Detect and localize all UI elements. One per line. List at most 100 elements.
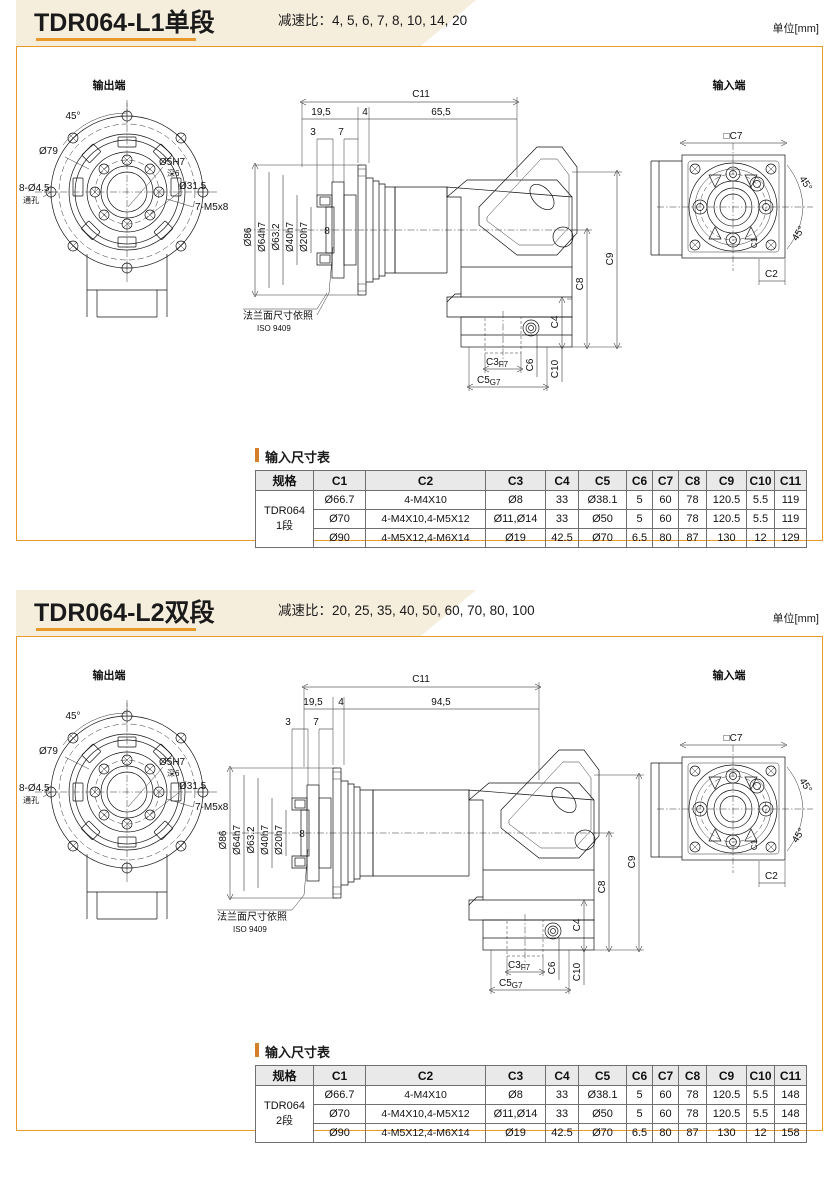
- cell-c10: 12: [746, 1123, 775, 1143]
- label-d5h7: Ø5H7: [159, 757, 186, 768]
- section-banner: TDR064-L2双段 减速比：20, 25, 35, 40, 50, 60, …: [0, 590, 839, 642]
- label-7-m5x8: 7-M5x8: [195, 202, 229, 213]
- flange-note-line1: 法兰面尺寸依照: [217, 910, 287, 923]
- label-c5g7: C5G7: [499, 978, 523, 990]
- table-caption: 输入尺寸表: [255, 447, 807, 466]
- cell-c2: 4-M4X10: [365, 490, 486, 510]
- table-caption: 输入尺寸表: [255, 1042, 807, 1061]
- label-d31-5: Ø31.5: [179, 181, 207, 192]
- label-d20h7: Ø20h7: [299, 222, 310, 252]
- label-d63-2: Ø63.2: [271, 223, 282, 251]
- cell-c4: 33: [545, 1104, 579, 1124]
- cell-c9: 130: [706, 528, 747, 548]
- bottom-dimensions: C3F7 C5G7 C6 C10: [466, 335, 563, 391]
- th-c8: C8: [678, 1065, 707, 1086]
- cell-c5: Ø70: [578, 1123, 627, 1143]
- label-dim-4: 4: [338, 697, 344, 708]
- cell-c2: 4-M5X12,4-M6X14: [365, 528, 486, 548]
- cell-c6: 5: [626, 490, 653, 510]
- cell-c10: 12: [746, 528, 775, 548]
- cell-c9: 120.5: [706, 1104, 747, 1124]
- cell-c2: 4-M5X12,4-M6X14: [365, 1123, 486, 1143]
- th-c7: C7: [652, 1065, 679, 1086]
- cell-c8: 87: [678, 528, 707, 548]
- dimension-table: 规格 C1 C2 C3 C4 C5 C6 C7 C8 C9 C10 C11: [255, 1065, 807, 1143]
- th-c3: C3: [485, 470, 546, 491]
- cell-c9: 120.5: [706, 509, 747, 529]
- cell-c3: Ø8: [485, 1085, 546, 1105]
- horizontal-dimensions: C11 19,5 4 65,5 3 7: [299, 89, 520, 197]
- ratio-values: 4, 5, 6, 7, 8, 10, 14, 20: [332, 13, 468, 28]
- label-8-holes: 8-Ø4.5: [19, 183, 50, 194]
- output-view-labels: 45° Ø79 8-Ø4.5 通孔 Ø5H7 深6 Ø31.5 7-M5x8: [19, 111, 229, 216]
- label-d40h7: Ø40h7: [285, 222, 296, 252]
- label-body-length: 65,5: [431, 107, 451, 118]
- table-header-row: 规格 C1 C2 C3 C4 C5 C6 C7 C8 C9 C10 C11: [255, 470, 807, 491]
- input-end-view: [650, 745, 813, 873]
- cell-c8: 78: [678, 1104, 707, 1124]
- cell-c11: 158: [774, 1123, 807, 1143]
- label-dim-7: 7: [338, 127, 344, 138]
- th-c2: C2: [365, 470, 486, 491]
- label-c4: C4: [550, 315, 561, 328]
- cell-c9: 120.5: [706, 1085, 747, 1105]
- output-end-view: [35, 100, 219, 318]
- label-dim-3: 3: [310, 127, 316, 138]
- output-view-title: 输出端: [93, 668, 126, 682]
- table-header-row: 规格 C1 C2 C3 C4 C5 C6 C7 C8 C9 C10 C11: [255, 1065, 807, 1086]
- horizontal-dimensions: C11 19,5 4 94,5 3 7: [285, 674, 542, 800]
- label-c2: C2: [765, 871, 778, 882]
- label-d31-5: Ø31.5: [179, 781, 207, 792]
- page-title: TDR064-L1单段: [34, 9, 215, 37]
- title-underline: [36, 628, 196, 631]
- cell-c2: 4-M4X10,4-M5X12: [365, 509, 486, 529]
- ratio-text: 减速比：4, 5, 6, 7, 8, 10, 14, 20: [278, 9, 467, 29]
- cell-c3: Ø11,Ø14: [485, 1104, 546, 1124]
- label-c4: C4: [572, 918, 583, 931]
- label-8-holes-note: 通孔: [23, 195, 39, 205]
- spec-line1: TDR064: [264, 505, 305, 518]
- cell-c10: 5.5: [746, 1104, 775, 1124]
- dimension-table-block-l1: 输入尺寸表 规格 C1 C2 C3 C4 C5 C6 C7 C8 C9 C10: [255, 447, 807, 548]
- label-dim-8: 8: [324, 226, 330, 237]
- cell-spec: TDR064 2段: [255, 1085, 314, 1143]
- cell-c10: 5.5: [746, 509, 775, 529]
- input-view-labels: □C7 45° 45° C1 C2: [679, 733, 814, 887]
- cell-c8: 78: [678, 509, 707, 529]
- right-side-dimensions: C9 C8 C4: [550, 169, 622, 350]
- cell-c6: 6.5: [626, 1123, 653, 1143]
- cell-c11: 148: [774, 1104, 807, 1124]
- cell-c4: 33: [545, 1085, 579, 1105]
- label-d64h7: Ø64h7: [257, 222, 268, 252]
- label-d79: Ø79: [39, 146, 58, 157]
- cell-c7: 80: [652, 1123, 679, 1143]
- output-view-title: 输出端: [93, 78, 126, 92]
- engineering-drawing-l1: 输出端: [19, 78, 814, 391]
- th-spec: 规格: [255, 1065, 314, 1086]
- flange-note-line1: 法兰面尺寸依照: [243, 309, 313, 322]
- cell-c5: Ø38.1: [578, 1085, 627, 1105]
- cell-c9: 120.5: [706, 490, 747, 510]
- cell-c11: 119: [774, 490, 807, 510]
- cell-c11: 148: [774, 1085, 807, 1105]
- label-45-degree-upper: 45°: [796, 776, 813, 795]
- main-section-view: 8: [245, 146, 578, 367]
- table-row: Ø70 4-M4X10,4-M5X12 Ø11,Ø14 33 Ø50 5 60 …: [256, 1104, 807, 1124]
- cell-c5: Ø38.1: [578, 490, 627, 510]
- vertical-dimensions: Ø86 Ø64h7 Ø63.2 Ø40h7 Ø20h7: [243, 162, 362, 298]
- dimension-table: 规格 C1 C2 C3 C4 C5 C6 C7 C8 C9 C10 C11: [255, 470, 807, 548]
- label-c7-square: □C7: [724, 131, 743, 142]
- label-c11: C11: [412, 674, 430, 685]
- table-row: TDR064 2段 Ø66.7 4-M4X10 Ø8 33 Ø38.1 5 60…: [255, 1085, 807, 1143]
- label-c3f7: C3F7: [508, 960, 531, 972]
- label-19-5: 19,5: [303, 697, 323, 708]
- cell-c1: Ø70: [313, 1104, 366, 1124]
- th-c9: C9: [706, 470, 747, 491]
- cell-c10: 5.5: [746, 490, 775, 510]
- th-c6: C6: [626, 470, 653, 491]
- cell-c4: 33: [545, 490, 579, 510]
- cell-c6: 5: [626, 1085, 653, 1105]
- label-c8: C8: [597, 880, 608, 893]
- cell-c6: 5: [626, 509, 653, 529]
- product-section-l2: TDR064-L2双段 减速比：20, 25, 35, 40, 50, 60, …: [0, 590, 839, 1180]
